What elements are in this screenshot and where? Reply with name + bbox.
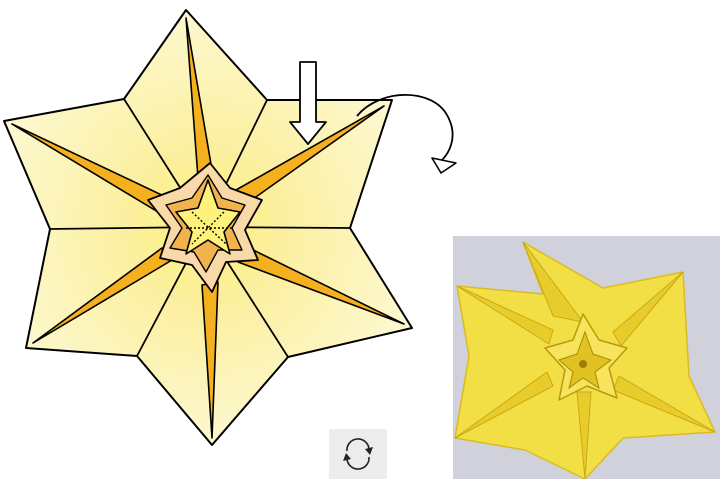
finished-model-photo (453, 236, 720, 479)
rotate-icon (329, 429, 387, 479)
rotate-button[interactable] (329, 429, 387, 479)
